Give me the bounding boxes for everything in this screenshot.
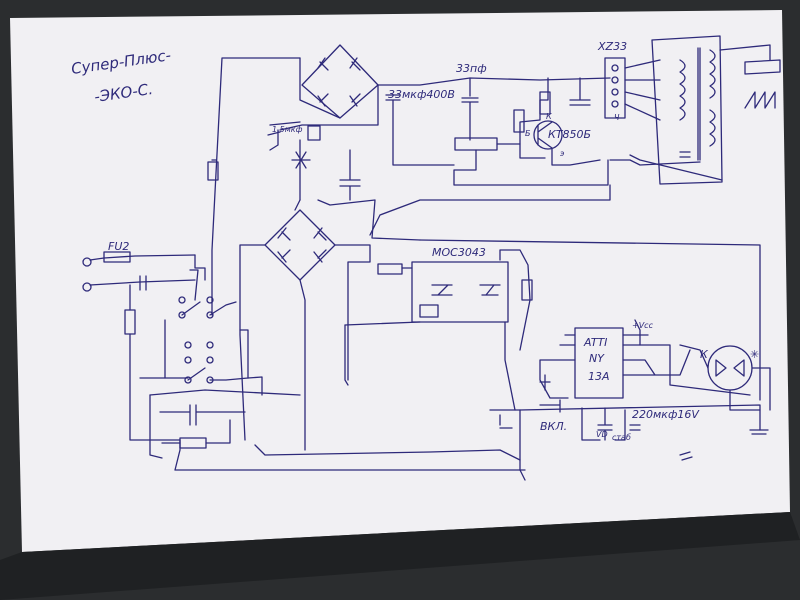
optocoupler-label: MOC3043 bbox=[432, 246, 486, 259]
fuse-label: FU2 bbox=[108, 240, 129, 253]
paper-sheet bbox=[10, 10, 790, 552]
cap-33pf-label: 33пф bbox=[456, 62, 487, 75]
connector-pin-label: Ч bbox=[614, 113, 620, 122]
diode-stab-label: стаб bbox=[612, 433, 631, 442]
connector-label: XZ33 bbox=[597, 40, 627, 53]
mcu-label-3: 13A bbox=[588, 370, 610, 383]
cap-small-label: 1,5мкф bbox=[272, 125, 303, 134]
transistor-e-label: э bbox=[560, 149, 564, 158]
supply-label: +Vсс bbox=[632, 321, 654, 330]
button-label: ВКЛ. bbox=[540, 420, 567, 433]
mcu-label-2: NY bbox=[589, 352, 605, 365]
cap-supply-label: 220мкф16V bbox=[632, 408, 700, 421]
diode-label: VD bbox=[596, 430, 608, 439]
mcu-label-1: ATTI bbox=[583, 336, 607, 349]
cap-main-label: 33мкф400В bbox=[388, 88, 455, 101]
wiring bbox=[82, 35, 781, 481]
led-star-label: ✳ bbox=[750, 348, 759, 361]
desk-shadow bbox=[0, 512, 800, 600]
transistor-k-label: К bbox=[546, 112, 552, 121]
led-k-label: К bbox=[700, 348, 709, 361]
transistor-b-label: Б bbox=[525, 129, 531, 138]
transistor-label: КТ850Б bbox=[548, 128, 591, 141]
